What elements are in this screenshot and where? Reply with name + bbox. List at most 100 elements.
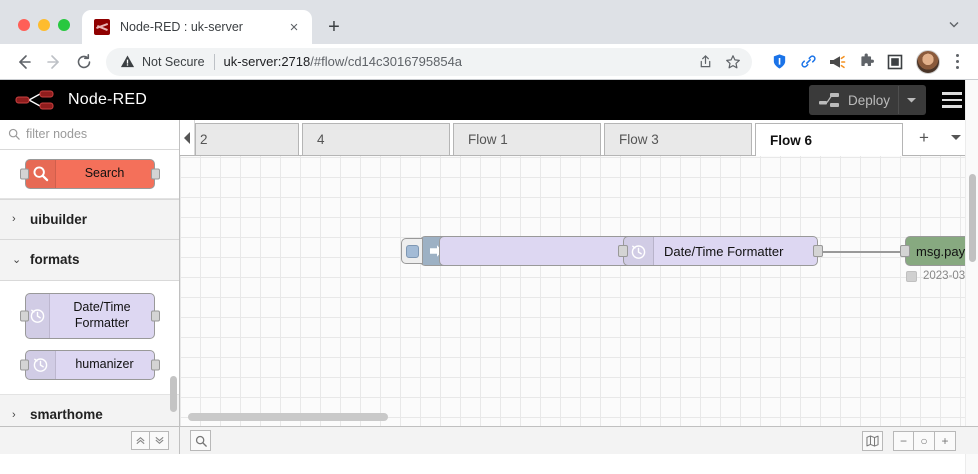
flow-tab-flow-1[interactable]: Flow 1: [453, 123, 601, 155]
nodered-logo[interactable]: Node-RED: [14, 89, 147, 111]
url-path: /#flow/cd14c3016795854a: [310, 54, 463, 69]
palette-node-humanizer[interactable]: humanizer: [19, 349, 160, 380]
node-input-port[interactable]: [900, 245, 910, 257]
flow-canvas[interactable]: timestamp Date/Time Formatter msg.payloa…: [180, 156, 978, 426]
node-input-port: [19, 310, 29, 322]
node-palette: filter nodes Search › uibuilder ⌄: [0, 120, 180, 426]
inject-trigger-button[interactable]: [401, 238, 423, 264]
main-menu-button[interactable]: [926, 80, 978, 120]
security-status-label: Not Secure: [142, 54, 205, 69]
browser-extensions: [760, 49, 908, 75]
chevron-down-icon[interactable]: [944, 14, 964, 34]
flow-tab-4[interactable]: 4: [302, 123, 450, 155]
zoom-controls: − ○ +: [893, 430, 956, 451]
link-extension-icon[interactable]: [795, 49, 821, 75]
zoom-in-button[interactable]: +: [935, 430, 956, 451]
collapse-all-button[interactable]: [131, 431, 150, 450]
flow-tabs-bar: 2 4 Flow 1 Flow 3 Flow 6 +: [180, 120, 978, 156]
search-icon: [8, 129, 20, 141]
search-flows-button[interactable]: [190, 430, 211, 451]
omnibox-divider: [213, 53, 215, 70]
chevron-down-icon: ⌄: [12, 254, 22, 267]
deploy-icon: [818, 93, 839, 107]
flow-tabs-menu-button[interactable]: [942, 124, 970, 152]
palette-category-formats[interactable]: ⌄ formats: [0, 239, 179, 281]
palette-group-top: Search: [0, 149, 179, 199]
canvas-horizontal-scrollbar[interactable]: [188, 413, 388, 421]
map-icon: [866, 434, 879, 447]
node-input-port: [19, 168, 29, 180]
forward-button[interactable]: [40, 48, 68, 76]
puzzle-extensions-icon[interactable]: [853, 49, 879, 75]
node-output-port: [150, 359, 160, 371]
zoom-out-button[interactable]: −: [893, 430, 914, 451]
flow-node-label: Date/Time Formatter: [664, 243, 784, 259]
kebab-menu[interactable]: [946, 54, 968, 69]
palette-filter-placeholder: filter nodes: [26, 127, 88, 142]
new-tab-button[interactable]: +: [328, 16, 340, 38]
back-button[interactable]: [10, 48, 38, 76]
palette-filter[interactable]: filter nodes: [0, 120, 179, 150]
node-status-text: 2023-03-27T10:12:46.986Z: [923, 270, 978, 282]
clock-icon: [25, 293, 51, 338]
browser-tabstrip: Node-RED : uk-server × +: [0, 0, 978, 44]
deploy-dropdown-caret[interactable]: [898, 86, 924, 114]
magnifier-icon: [25, 159, 56, 188]
clock-icon: [25, 350, 56, 379]
palette-category-uibuilder[interactable]: › uibuilder: [0, 198, 179, 240]
sidebar-footer-actions: [0, 427, 180, 454]
chevron-right-icon: ›: [12, 213, 16, 226]
wire-formatter-to-debug: [818, 251, 906, 253]
node-input-port[interactable]: [618, 245, 628, 257]
close-tab-button[interactable]: ×: [289, 18, 299, 36]
share-icon[interactable]: [692, 49, 718, 75]
page-scrollbar-thumb[interactable]: [969, 174, 976, 262]
minimize-window-button[interactable]: [38, 19, 50, 31]
shield-extension-icon[interactable]: [766, 49, 792, 75]
scroll-tabs-left-button[interactable]: [180, 120, 195, 155]
navigator-map-button[interactable]: [862, 430, 883, 451]
nodered-body: filter nodes Search › uibuilder ⌄: [0, 80, 978, 474]
megaphone-extension-icon[interactable]: [824, 49, 850, 75]
maximize-window-button[interactable]: [58, 19, 70, 31]
nodered-favicon: [94, 19, 110, 35]
deploy-button[interactable]: Deploy: [808, 85, 926, 115]
palette-scrollbar[interactable]: [170, 376, 177, 412]
footer-view-controls: − ○ +: [862, 430, 978, 451]
star-icon[interactable]: [720, 49, 746, 75]
flow-tab-flow-6[interactable]: Flow 6: [755, 123, 903, 156]
reload-button[interactable]: [70, 48, 98, 76]
browser-tab-nodered[interactable]: Node-RED : uk-server ×: [82, 10, 312, 44]
node-output-port: [150, 310, 160, 322]
expand-all-button[interactable]: [150, 431, 169, 450]
page-scrollbar[interactable]: [965, 80, 978, 474]
deploy-label: Deploy: [847, 92, 890, 108]
palette-category-label: smarthome: [30, 407, 103, 423]
nodered-header: Node-RED Deploy: [0, 80, 978, 120]
node-output-port[interactable]: [813, 245, 823, 257]
not-secure-warning-icon: [120, 54, 135, 69]
palette-category-smarthome[interactable]: › smarthome: [0, 394, 179, 426]
avatar[interactable]: [916, 49, 940, 74]
palette-node-label: Search: [84, 166, 125, 181]
nodered-footer: − ○ +: [0, 426, 978, 454]
add-flow-button[interactable]: +: [919, 127, 929, 147]
address-bar[interactable]: Not Secure uk-server:2718/#flow/cd14c301…: [106, 47, 752, 76]
close-window-button[interactable]: [18, 19, 30, 31]
zoom-reset-button[interactable]: ○: [914, 430, 935, 451]
palette-node-datetime-formatter[interactable]: Date/Time Formatter: [19, 292, 160, 339]
browser-tab-title: Node-RED : uk-server: [120, 20, 243, 34]
window-extension-icon[interactable]: [882, 49, 908, 75]
flow-tab-2[interactable]: 2: [195, 123, 299, 155]
deploy-controls: Deploy: [808, 80, 978, 120]
palette-node-search[interactable]: Search: [19, 158, 160, 189]
palette-group-formats: Date/Time Formatter humanizer: [0, 280, 179, 395]
flow-tab-flow-3[interactable]: Flow 3: [604, 123, 752, 155]
flow-node-label: msg.payload: [916, 243, 978, 259]
palette-category-label: uibuilder: [30, 211, 87, 227]
flow-node-datetime-formatter[interactable]: [439, 236, 643, 266]
nodered-logo-icon: [15, 90, 54, 110]
node-status-debug: 2023-03-27T10:12:46.986Z: [906, 270, 978, 282]
flow-node-datetime-formatter-real[interactable]: Date/Time Formatter: [618, 236, 823, 266]
palette-category-label: formats: [30, 252, 80, 268]
